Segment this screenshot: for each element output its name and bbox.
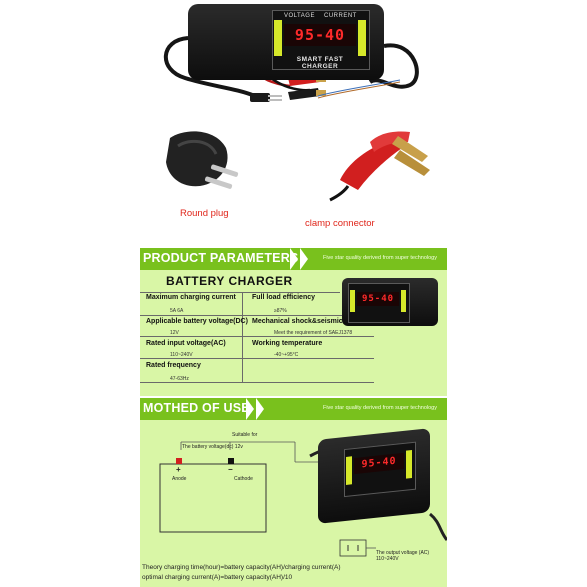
method-of-use-header: MOTHED OF USE Five star quality derived … xyxy=(140,398,447,420)
chevron-right-icon xyxy=(246,398,254,420)
section-subtitle: Five star quality derived from super tec… xyxy=(322,405,437,411)
charger-stripe-right xyxy=(358,20,366,56)
param-value: 110~240V xyxy=(170,352,193,358)
param-value: Meet the requirement of SAEJ1378 xyxy=(274,330,353,336)
chevron-right-icon xyxy=(290,248,298,270)
battery-voltage-label: The battery voltage(dc) 12v xyxy=(182,444,243,450)
section-subtitle: Five star quality derived from super tec… xyxy=(322,255,437,261)
param-label: Mechanical shock&seismic levels xyxy=(252,318,365,325)
table-rule xyxy=(140,336,374,337)
table-rule xyxy=(140,315,374,316)
table-divider xyxy=(242,292,243,382)
section-title: MOTHED OF USE xyxy=(143,401,250,415)
chevron-right-icon xyxy=(256,398,264,420)
param-value: 47-63Hz xyxy=(170,376,189,382)
charger-stripe-right xyxy=(401,290,406,312)
charger-device: 95-40 xyxy=(318,428,430,524)
table-rule xyxy=(140,382,374,383)
formula-charging-time: Theory charging time(hour)=battery capac… xyxy=(142,564,341,571)
param-value: -40~+95°C xyxy=(274,352,299,358)
round-plug-caption: Round plug xyxy=(180,208,229,219)
charger-thumbnail: 95-40 xyxy=(342,278,438,326)
table-rule xyxy=(140,358,374,359)
cathode-label: Cathode xyxy=(234,476,253,482)
current-tag: CURRENT xyxy=(324,13,357,19)
product-parameters-header: PRODUCT PARAMETERS Five star quality der… xyxy=(140,248,447,270)
method-of-use-panel: Suitable for The battery voltage(dc) 12v… xyxy=(140,420,447,587)
param-value: 12V xyxy=(170,330,179,336)
charger-stripe-left xyxy=(350,290,355,312)
charger-stripe-left xyxy=(346,456,352,485)
product-photo-area: VOLTAGE CURRENT 95-40 SMART FAST CHARGER… xyxy=(140,0,447,236)
cables-illustration xyxy=(163,36,430,202)
suitable-for-label: Suitable for xyxy=(232,432,258,438)
charger-lcd-display: 95-40 xyxy=(357,292,399,306)
param-value: ≥87% xyxy=(274,308,287,314)
anode-label: Anode xyxy=(172,476,187,482)
section-title: PRODUCT PARAMETERS xyxy=(143,251,299,265)
charger-device: VOLTAGE CURRENT 95-40 SMART FAST CHARGER xyxy=(188,4,384,80)
param-label: Rated input voltage(AC) xyxy=(146,340,226,347)
formula-optimal-current: optimal charging current(A)=battery capa… xyxy=(142,574,293,581)
charger-stripe-right xyxy=(406,450,412,479)
param-label: Rated frequency xyxy=(146,362,201,369)
charger-lcd-display: 95-40 xyxy=(284,24,356,46)
param-label: Full load efficiency xyxy=(252,294,316,301)
param-label: Working temperature xyxy=(252,340,323,347)
charger-stripe-left xyxy=(274,20,282,56)
plus-sign: + xyxy=(176,465,181,474)
chevron-right-icon xyxy=(300,248,308,270)
param-label: Applicable battery voltage(DC) xyxy=(146,318,248,325)
params-heading: BATTERY CHARGER xyxy=(166,274,293,288)
output-voltage-label: The output voltage (AC) 110~240V xyxy=(376,550,430,562)
product-parameters-panel: BATTERY CHARGER Maximum charging current… xyxy=(140,270,447,396)
voltage-tag: VOLTAGE xyxy=(284,13,315,19)
table-rule xyxy=(140,292,340,293)
param-label: Maximum charging current xyxy=(146,294,236,301)
param-value: 5A 6A xyxy=(170,308,184,314)
clamp-connector-caption: clamp connector xyxy=(305,218,375,229)
charger-panel-label: SMART FAST CHARGER xyxy=(296,56,344,70)
minus-sign: − xyxy=(228,465,233,474)
